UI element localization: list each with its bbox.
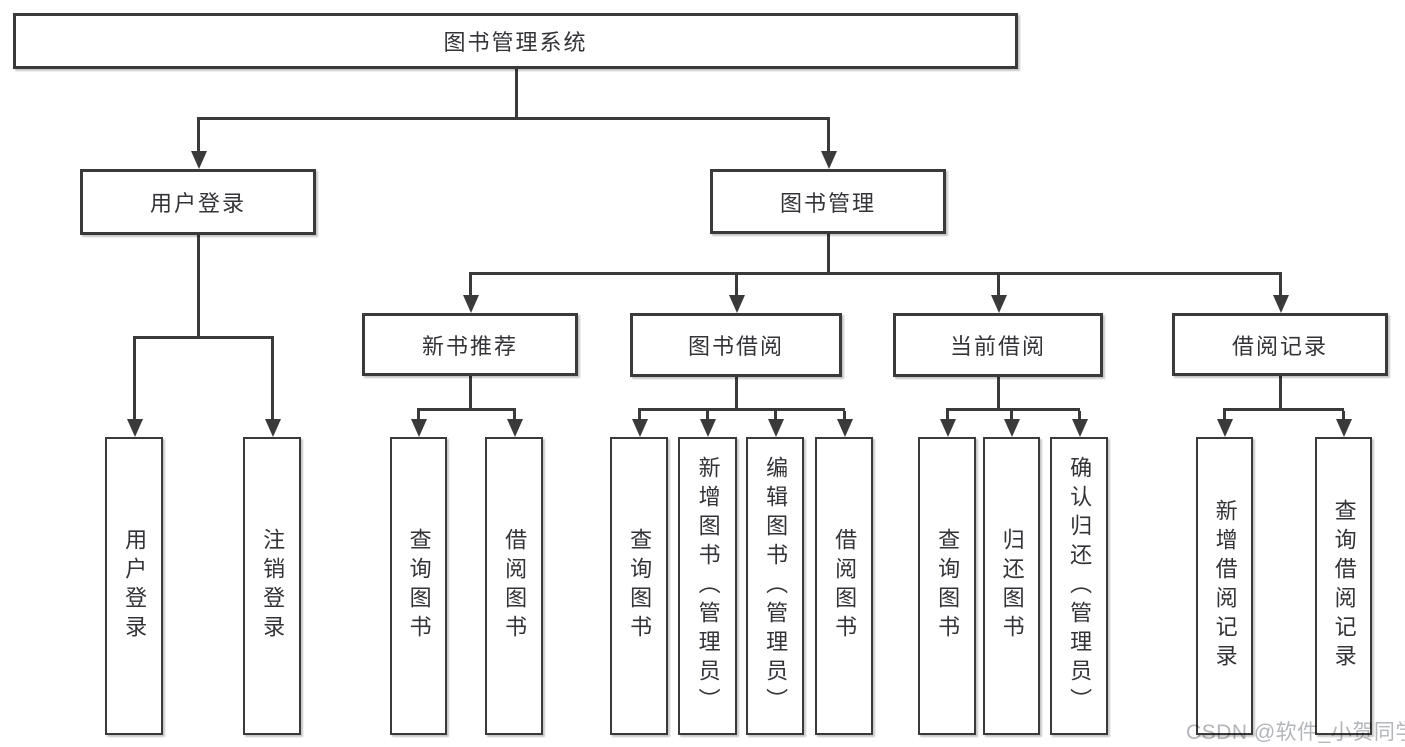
leaf-confirm-return-admin: 确认归还（管理员） bbox=[1050, 437, 1108, 735]
node-new-book-recommendation: 新书推荐 bbox=[362, 313, 578, 376]
leaf-return-book: 归还图书 bbox=[983, 437, 1040, 735]
leaf-logout: 注销登录 bbox=[243, 437, 301, 735]
leaf-label: 查询借阅记录 bbox=[1331, 499, 1357, 673]
arrow-down-icon bbox=[1223, 411, 1226, 419]
arrow-down-icon bbox=[513, 411, 516, 419]
recommend-bus-line bbox=[417, 408, 516, 411]
node-borrowing-records: 借阅记录 bbox=[1172, 313, 1388, 376]
arrow-down-icon bbox=[774, 411, 777, 419]
arrow-down-icon bbox=[735, 275, 738, 295]
leaf-label: 查询图书 bbox=[406, 528, 432, 644]
borrowing-bus-line bbox=[638, 408, 845, 411]
node-book-management: 图书管理 bbox=[710, 169, 946, 234]
arrow-down-icon bbox=[1078, 411, 1081, 419]
arrow-down-icon bbox=[843, 411, 846, 419]
leaf-label: 用户登录 bbox=[122, 528, 148, 644]
leaf-recommend-query-books: 查询图书 bbox=[390, 437, 447, 735]
arrow-down-icon bbox=[827, 120, 830, 151]
node-current-borrowing: 当前借阅 bbox=[893, 313, 1103, 377]
node-label: 图书管理 bbox=[779, 190, 876, 216]
leaf-label: 编辑图书（管理员） bbox=[763, 455, 789, 717]
leaf-label: 借阅图书 bbox=[502, 528, 528, 644]
current-bus-line bbox=[946, 408, 1080, 411]
leaf-add-book-admin: 新增图书（管理员） bbox=[678, 437, 737, 735]
level2-bus-line bbox=[197, 117, 830, 120]
leaf-query-borrow-record: 查询借阅记录 bbox=[1315, 437, 1372, 735]
arrow-down-icon bbox=[469, 275, 472, 295]
arrow-down-icon bbox=[638, 411, 641, 419]
leaf-label: 查询图书 bbox=[627, 528, 653, 644]
node-label: 图书借阅 bbox=[687, 334, 784, 359]
leaf-label: 确认归还（管理员） bbox=[1067, 455, 1093, 717]
node-label: 当前借阅 bbox=[949, 334, 1046, 359]
leaf-add-borrow-record: 新增借阅记录 bbox=[1196, 437, 1253, 735]
node-user-login: 用户登录 bbox=[80, 169, 316, 235]
root-drop-line bbox=[515, 69, 518, 120]
arrow-down-icon bbox=[706, 411, 709, 419]
user-login-bus-line bbox=[133, 336, 274, 339]
leaf-label: 注销登录 bbox=[260, 528, 286, 644]
arrow-down-icon bbox=[1279, 275, 1282, 295]
borrowing-drop-line bbox=[735, 376, 738, 408]
leaf-user-login: 用户登录 bbox=[105, 437, 163, 735]
arrow-down-icon bbox=[997, 275, 1000, 295]
node-label: 用户登录 bbox=[149, 191, 246, 216]
leaf-recommend-borrow-books: 借阅图书 bbox=[485, 437, 543, 735]
arrow-down-icon bbox=[417, 411, 420, 419]
arrow-down-icon bbox=[946, 411, 949, 419]
leaf-label: 借阅图书 bbox=[832, 528, 858, 644]
arrow-down-icon bbox=[271, 339, 274, 419]
leaf-borrowing-query-books: 查询图书 bbox=[610, 437, 668, 735]
leaf-label: 归还图书 bbox=[999, 528, 1025, 644]
user-login-drop-line bbox=[197, 235, 200, 336]
leaf-edit-book-admin: 编辑图书（管理员） bbox=[746, 437, 804, 735]
node-label: 借阅记录 bbox=[1231, 333, 1328, 359]
arrow-down-icon bbox=[1342, 411, 1345, 419]
recommend-drop-line bbox=[469, 376, 472, 408]
book-management-drop-line bbox=[827, 234, 830, 272]
records-drop-line bbox=[1279, 376, 1282, 408]
records-bus-line bbox=[1223, 408, 1344, 411]
arrow-down-icon bbox=[197, 120, 200, 151]
node-book-borrowing: 图书借阅 bbox=[630, 313, 842, 377]
level3-bus-line bbox=[469, 272, 1282, 275]
leaf-current-query-books: 查询图书 bbox=[918, 437, 976, 735]
csdn-watermark: CSDN @软件_小贺同学 bbox=[1186, 721, 1405, 744]
current-drop-line bbox=[997, 376, 1000, 408]
arrow-down-icon bbox=[1010, 411, 1013, 419]
leaf-label: 新增借阅记录 bbox=[1212, 499, 1238, 673]
node-book-management-system: 图书管理系统 bbox=[13, 13, 1018, 69]
node-label: 新书推荐 bbox=[421, 333, 518, 359]
node-label: 图书管理系统 bbox=[443, 30, 588, 55]
leaf-borrowing-borrow-books: 借阅图书 bbox=[815, 437, 873, 735]
arrow-down-icon bbox=[133, 339, 136, 419]
leaf-label: 新增图书（管理员） bbox=[695, 455, 721, 717]
leaf-label: 查询图书 bbox=[935, 528, 961, 644]
